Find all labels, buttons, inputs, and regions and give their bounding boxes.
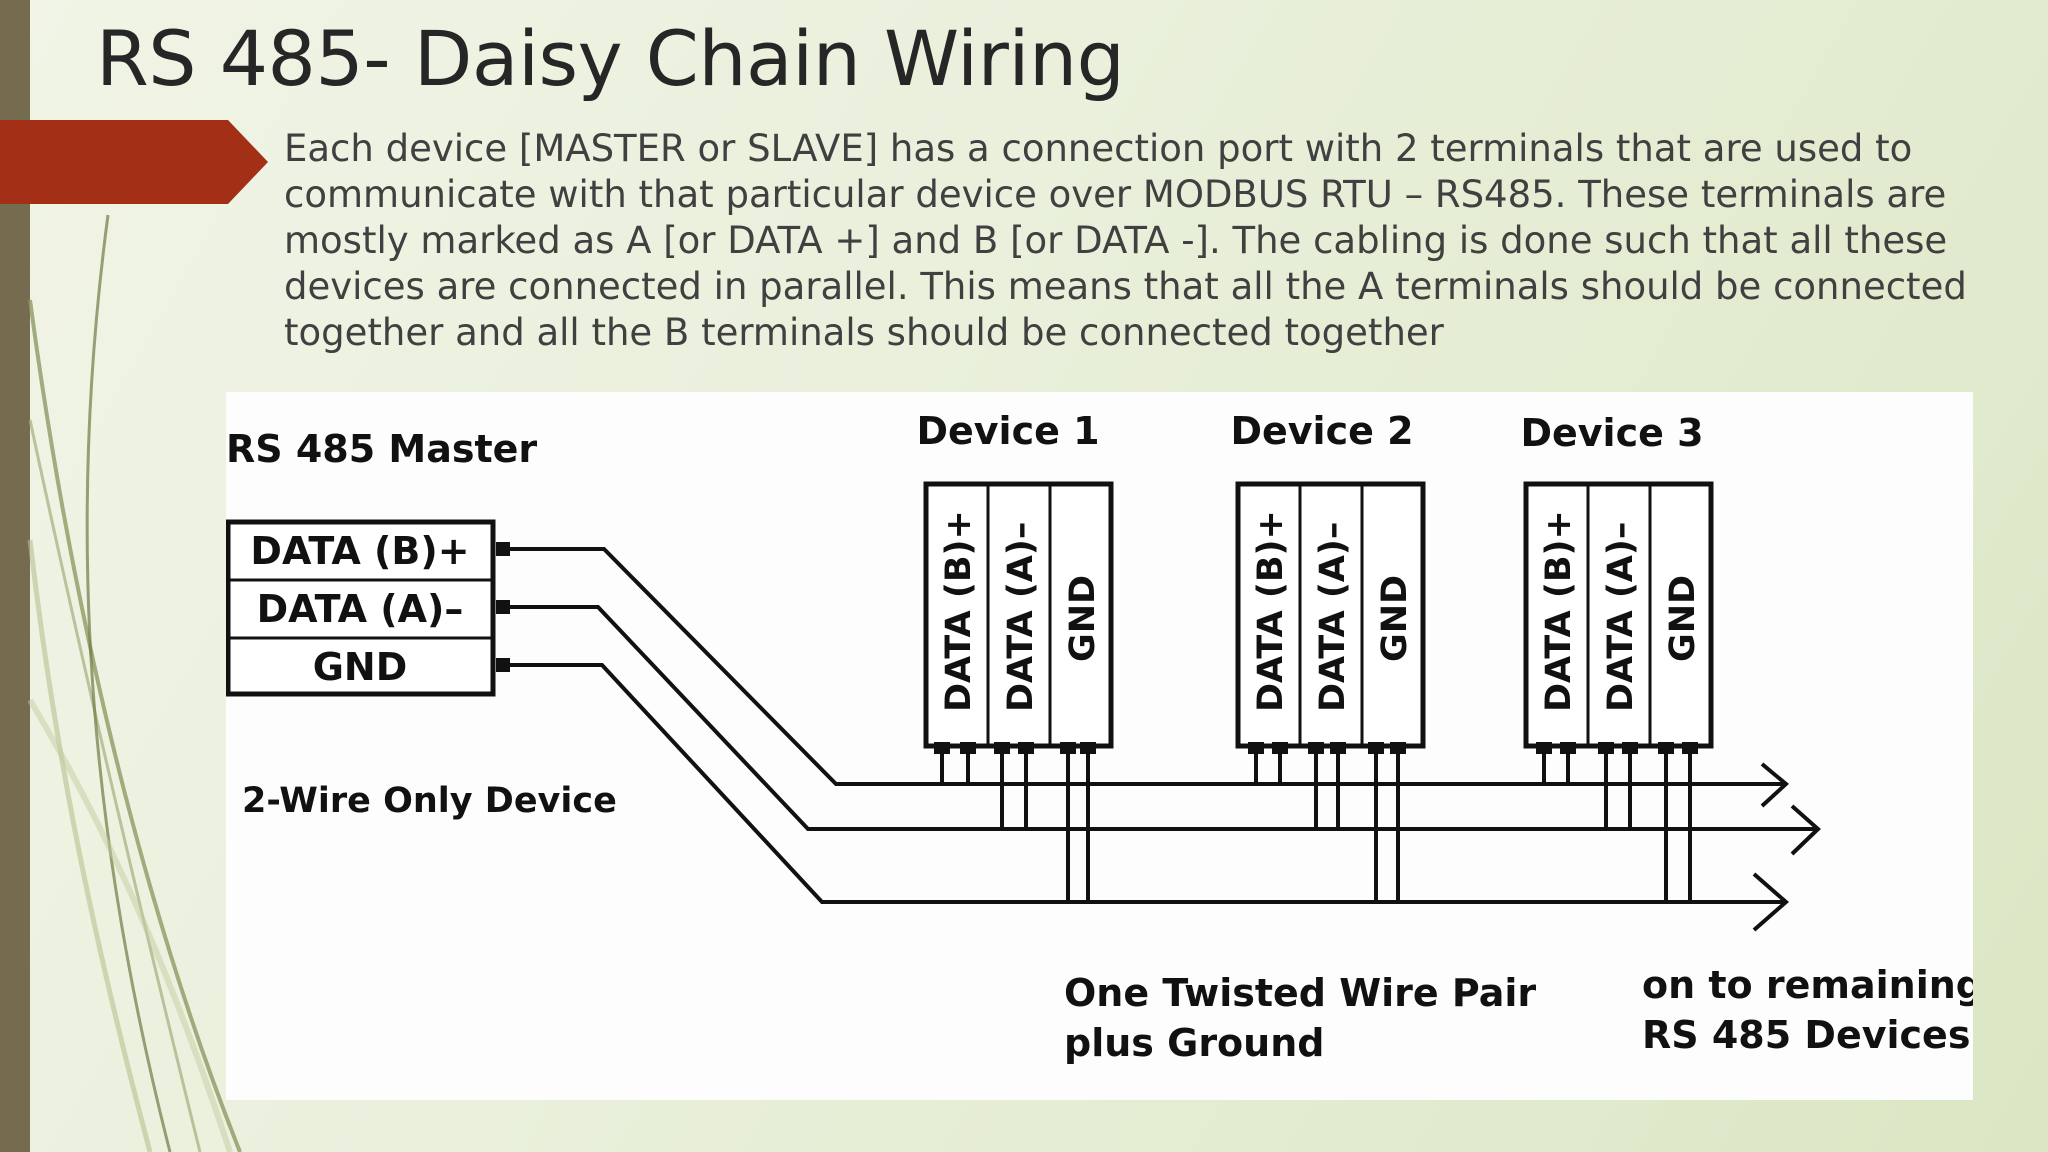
master-terminal-data-a: DATA (A)– — [257, 587, 464, 631]
device-2-connections — [1248, 742, 1406, 902]
wire-gnd — [510, 663, 1786, 904]
master-terminal-gnd: GND — [313, 645, 408, 689]
wiring-diagram-svg: RS 485 Master DATA (B)+ DATA (A)– GND 2-… — [226, 409, 1973, 1065]
device-1-connections — [934, 742, 1096, 902]
arrow-icon-b — [1760, 762, 1790, 808]
device-3-terminal-gnd: GND — [1663, 575, 1703, 662]
device-3-title: Device 3 — [1520, 411, 1703, 455]
wire-data-a — [510, 605, 1818, 831]
device-1-terminal-data-a: DATA (A)– — [1001, 522, 1041, 712]
caption-remaining-line1: on to remaining — [1642, 963, 1973, 1007]
device-2-terminal-data-a: DATA (A)– — [1313, 522, 1353, 712]
note-two-wire-only: 2-Wire Only Device — [242, 781, 617, 821]
arrow-icon-gnd — [1752, 872, 1790, 932]
device-1-terminal-gnd: GND — [1063, 575, 1103, 662]
master-pin-gnd — [496, 658, 510, 672]
arrow-icon-a — [1790, 804, 1821, 856]
device-2-title: Device 2 — [1230, 409, 1413, 453]
master-pin-a — [496, 600, 510, 614]
wire-data-b — [510, 547, 1786, 786]
device-1-title: Device 1 — [916, 409, 1099, 453]
master-terminal-block — [226, 519, 496, 697]
device-3-terminal-data-a: DATA (A)– — [1601, 522, 1641, 712]
master-pin-b — [496, 542, 510, 556]
caption-twisted-pair-line1: One Twisted Wire Pair — [1064, 971, 1536, 1015]
bullet-arrow-tab — [0, 120, 268, 204]
device-2-terminal-gnd: GND — [1375, 575, 1415, 662]
daisy-chain-diagram: RS 485 Master DATA (B)+ DATA (A)– GND 2-… — [226, 392, 1973, 1100]
device-1-terminal-data-b: DATA (B)+ — [939, 510, 979, 712]
decorative-swoosh — [27, 214, 242, 1152]
device-3-terminal-block: DATA (B)+ DATA (A)– GND — [1523, 481, 1714, 749]
device-3-terminal-data-b: DATA (B)+ — [1539, 510, 1579, 712]
caption-twisted-pair-line2: plus Ground — [1064, 1021, 1324, 1065]
device-2-terminal-data-b: DATA (B)+ — [1251, 510, 1291, 712]
master-terminal-data-b: DATA (B)+ — [250, 529, 469, 573]
device-3-connections — [1536, 742, 1698, 902]
slide-description: Each device [MASTER or SLAVE] has a conn… — [284, 127, 1967, 354]
device-1-terminal-block: DATA (B)+ DATA (A)– GND — [923, 481, 1114, 749]
device-2-terminal-block: DATA (B)+ DATA (A)– GND — [1235, 481, 1426, 749]
caption-remaining-line2: RS 485 Devices — [1642, 1013, 1970, 1057]
master-title: RS 485 Master — [226, 427, 537, 471]
slide-title: RS 485- Daisy Chain Wiring — [96, 14, 1125, 103]
